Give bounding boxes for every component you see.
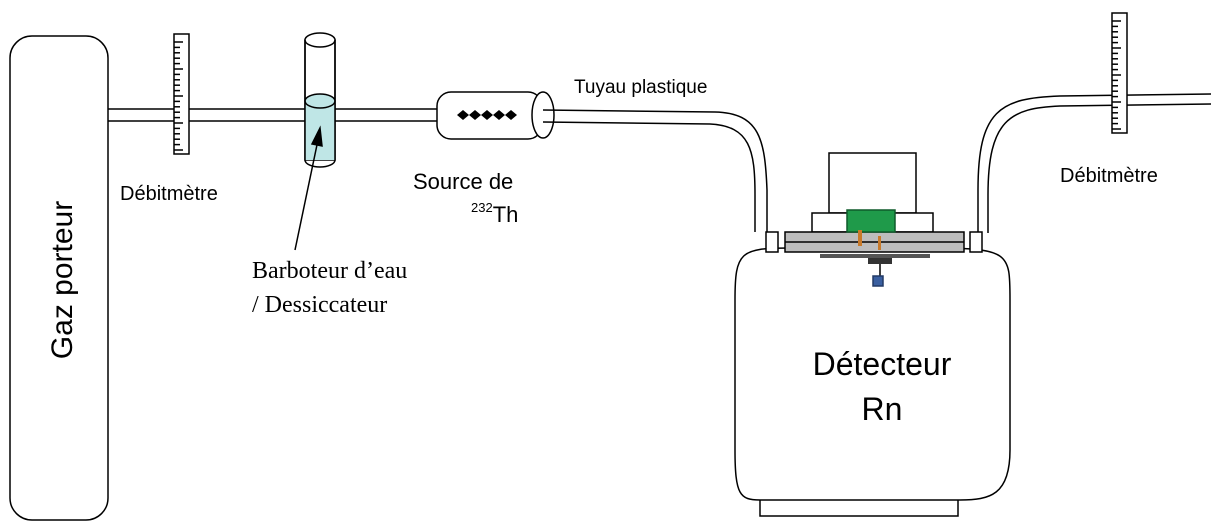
gas-line-left — [108, 108, 450, 122]
bubbler-icon — [304, 32, 336, 168]
bubbler-label-line2: / Dessiccateur — [252, 292, 387, 318]
source-label-line2: 232Th — [471, 200, 518, 227]
thorium-source-capsule — [436, 91, 555, 140]
outlet-tube — [977, 93, 1211, 233]
source-label-line1: Source de — [413, 169, 513, 194]
bubbler-pointer-arrow — [294, 125, 323, 251]
element-symbol: Th — [493, 202, 519, 227]
carrier-gas-cylinder — [9, 35, 109, 521]
detector-label-line1: Détecteur — [813, 346, 952, 382]
radon-detector — [734, 152, 1011, 517]
flowmeter-right-icon — [1111, 12, 1128, 134]
detector-label-line2: Rn — [862, 391, 903, 427]
plastic-tube — [542, 109, 768, 232]
isotope-mass-number: 232 — [471, 200, 493, 215]
flowmeter-right-label: Débitmètre — [1060, 165, 1158, 187]
bubbler-label-line1: Barboteur d’eau — [252, 258, 407, 284]
flowmeter-left-icon — [173, 33, 190, 155]
flowmeter-left-label: Débitmètre — [120, 183, 218, 205]
carrier-gas-label: Gaz porteur — [46, 201, 79, 359]
plastic-tube-label: Tuyau plastique — [574, 77, 707, 98]
